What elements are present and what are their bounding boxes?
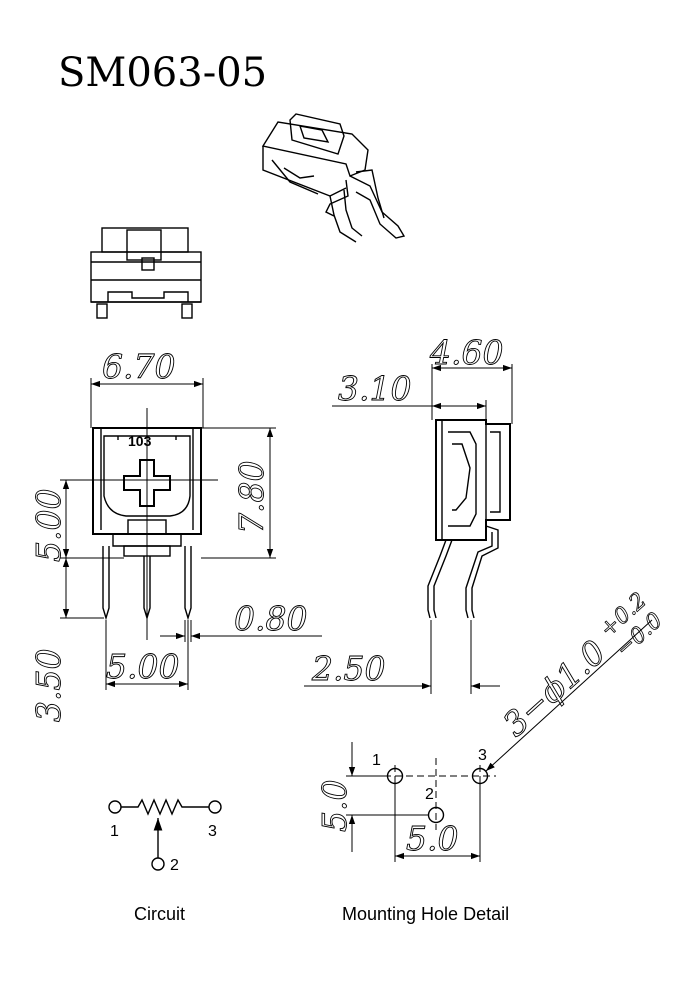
horizontal-spacing-dimension: 5.0	[406, 819, 458, 858]
rear-view	[90, 227, 202, 319]
side-dimensions: 4.60 3.10 2.50	[304, 333, 513, 694]
mounting-hole-detail: 1 2 3 5.0 5.0 3−ϕ1.0 +0.2 −0.0 Mounting …	[315, 588, 669, 924]
isometric-view	[261, 113, 406, 243]
hole-pin-3: 3	[478, 747, 487, 764]
circuit-pin-1: 1	[110, 823, 119, 840]
hole-pin-1: 1	[372, 752, 381, 769]
circuit-pin-2: 2	[170, 857, 179, 874]
circuit-symbol: 1 3 2 Circuit	[108, 798, 222, 924]
lead-offset-dimension: 2.50	[311, 649, 385, 688]
pin-width-dimension: 0.80	[234, 599, 307, 638]
front-dimensions: 6.70 7.80 5.00 3.50 5.00 0.80	[29, 347, 322, 722]
side-view	[427, 419, 511, 619]
circuit-pin-3: 3	[208, 823, 217, 840]
depth-dimension: 4.60	[429, 333, 503, 372]
circuit-caption: Circuit	[134, 904, 185, 924]
pin-pitch-dimension: 5.00	[106, 647, 179, 686]
part-number-title: SM063-05	[58, 50, 267, 96]
hole-diameter-spec: 3−ϕ1.0	[495, 632, 613, 744]
resistance-marking: 103	[128, 433, 152, 449]
front-view: 103	[60, 408, 218, 640]
height-dimension: 7.80	[232, 461, 271, 534]
vertical-spacing-dimension: 5.0	[315, 780, 354, 832]
hole-pin-2: 2	[425, 786, 434, 803]
lead-length-dimension: 3.50	[29, 649, 68, 722]
center-height-dimension: 5.00	[29, 489, 68, 562]
mounting-caption: Mounting Hole Detail	[342, 904, 509, 924]
width-dimension: 6.70	[102, 347, 175, 386]
body-depth-dimension: 3.10	[338, 369, 411, 408]
